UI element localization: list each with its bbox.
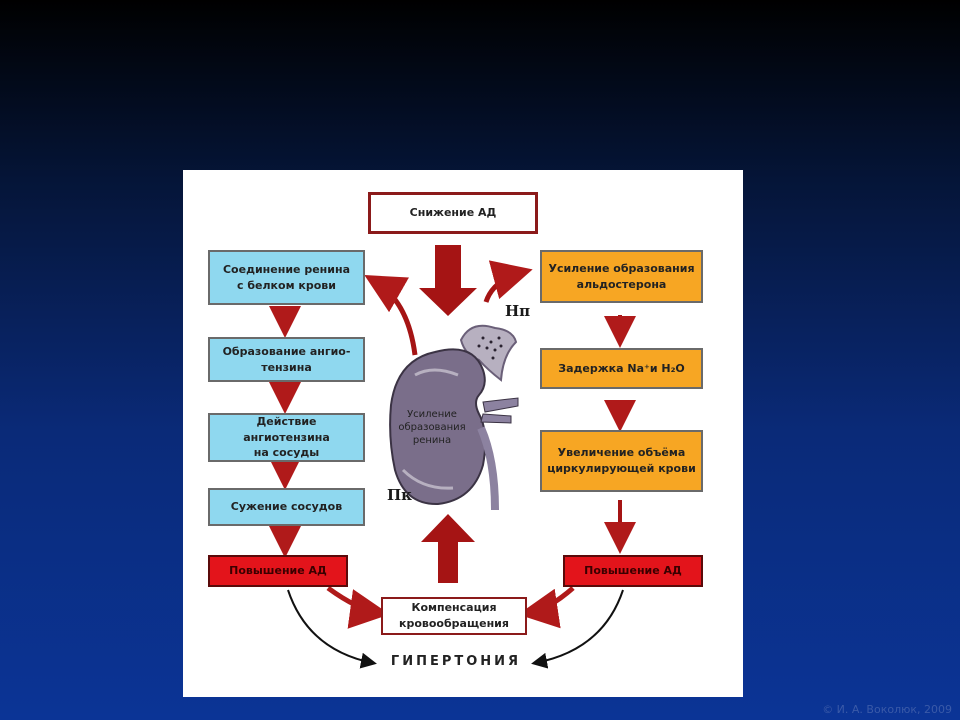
left-chain-box-4: Сужение сосудов	[208, 488, 365, 526]
left-chain-box-1: Соединение ренина с белком крови	[208, 250, 365, 305]
arrow-left-to-compensation	[326, 585, 390, 629]
arrow-left-to-hypertension	[287, 589, 377, 669]
big-arrow-down	[419, 245, 477, 316]
label-pk: Пк	[387, 486, 412, 504]
diagram-panel: Снижение АД Соединение ренина с белком к…	[183, 170, 743, 697]
curve-arrow-right	[483, 260, 533, 303]
right-chain-box-1: Усиление образования альдостерона	[540, 250, 703, 303]
kidney-shape	[389, 348, 487, 506]
curve-arrow-left	[364, 275, 418, 356]
top-box-bp-decrease: Снижение АД	[368, 192, 538, 234]
copyright-text: © И. А. Воколюк, 2009	[822, 703, 952, 716]
diagram-arrows	[269, 245, 636, 669]
left-chain-box-3: Действие ангиотензина на сосуды	[208, 413, 365, 462]
hypertension-label: ГИПЕРТОНИЯ	[390, 654, 522, 669]
kidney-renin-text: Усиление образования ренина	[398, 409, 466, 446]
right-chain-box-3: Увеличение объёма циркулирующей крови	[540, 430, 703, 492]
right-chain-box-2: Задержка Na⁺и H₂O	[540, 348, 703, 389]
adrenal-dots	[477, 336, 503, 360]
left-result-box: Повышение АД	[208, 555, 348, 587]
label-np: Нп	[505, 302, 531, 320]
big-arrow-up	[421, 514, 475, 583]
left-chain-box-2: Образование ангио- тензина	[208, 337, 365, 382]
right-result-box: Повышение АД	[563, 555, 703, 587]
compensation-box: Компенсация кровообращения	[381, 597, 527, 635]
arrow-right-to-compensation	[518, 586, 575, 629]
arrow-right-to-hypertension	[531, 589, 624, 669]
